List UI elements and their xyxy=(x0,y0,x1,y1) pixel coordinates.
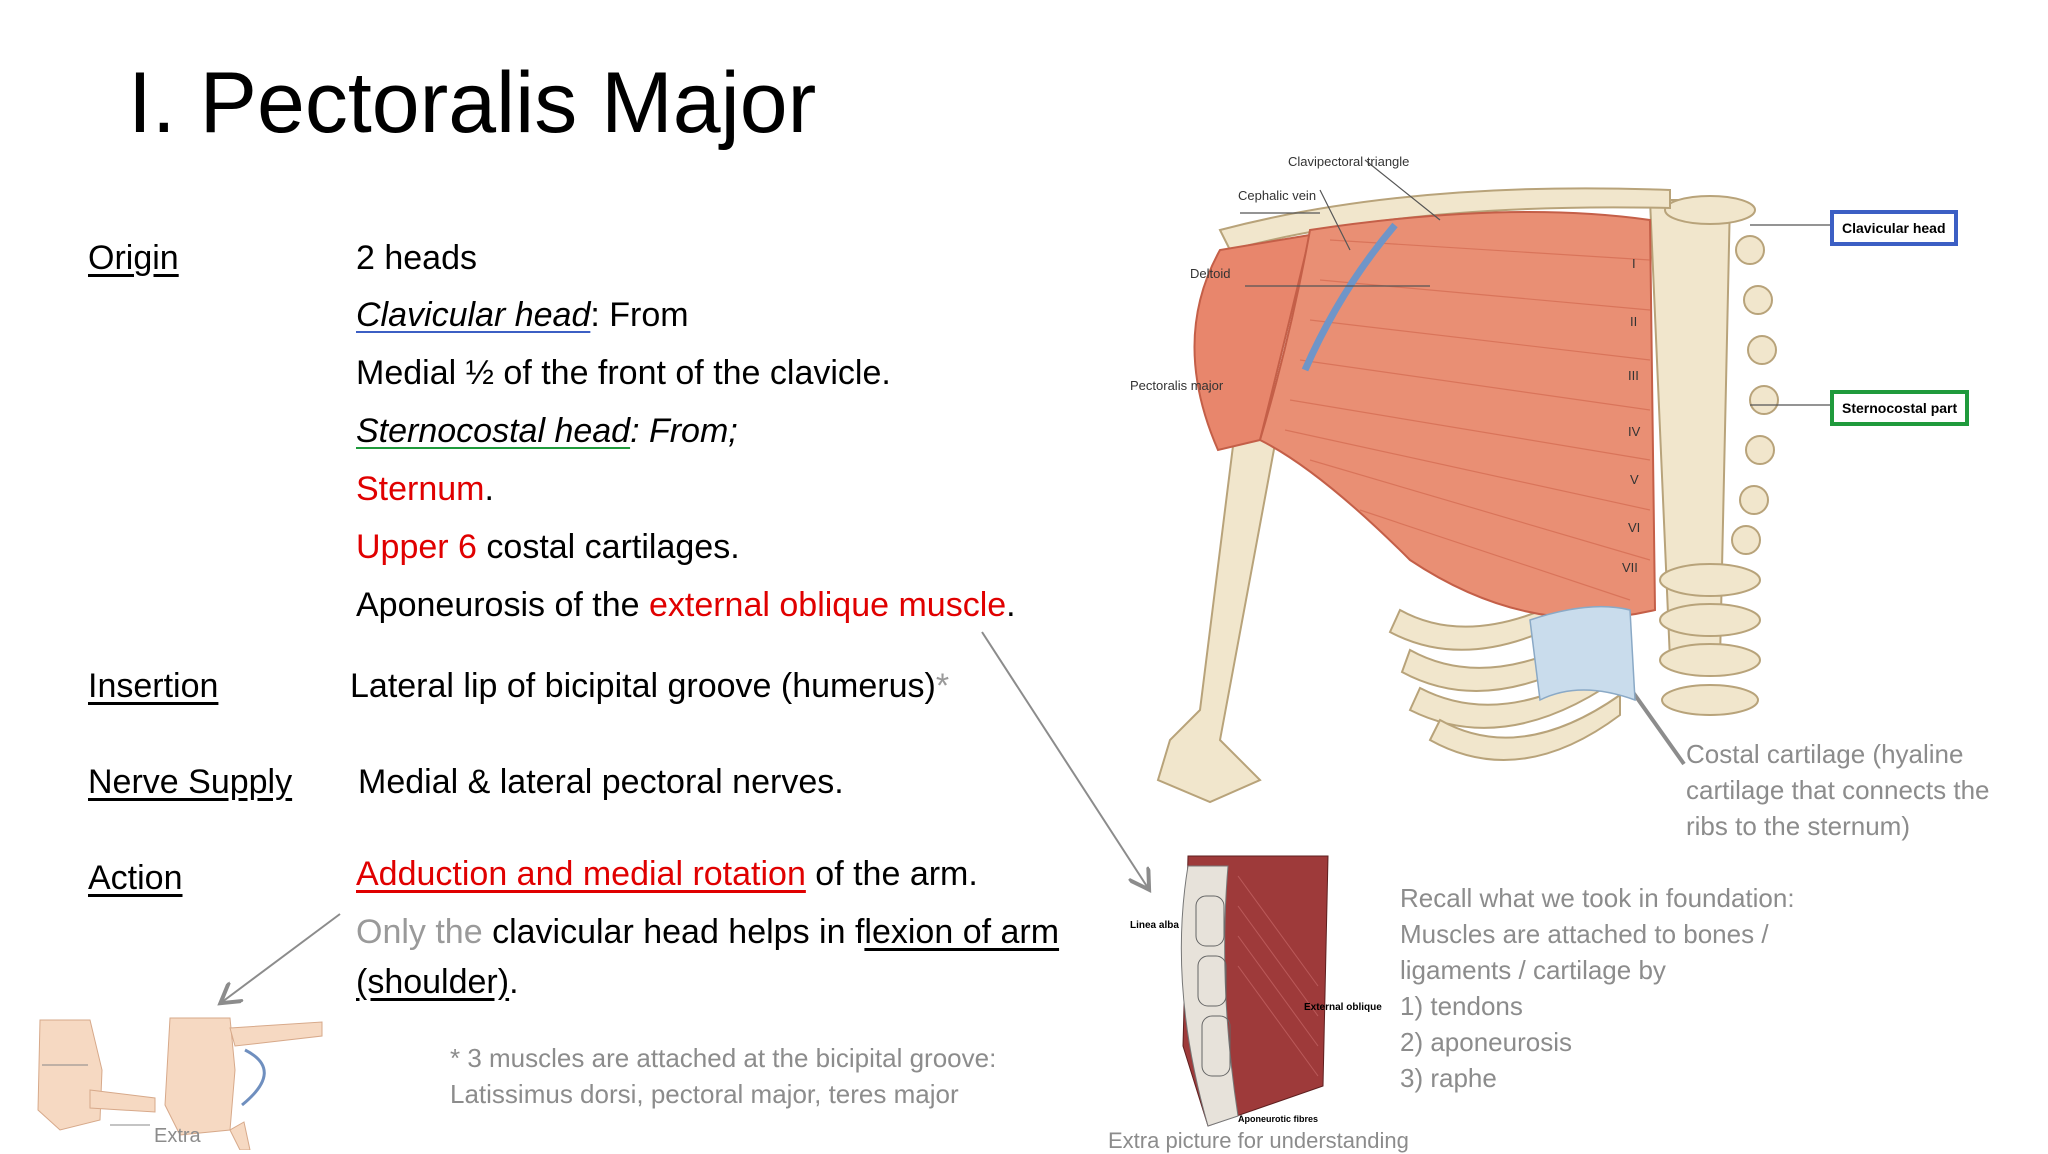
action-line-1: Adduction and medial rotation of the arm… xyxy=(356,854,978,894)
nerve-supply-text: Medial & lateral pectoral nerves. xyxy=(358,763,844,801)
footnote-line-2: Latissimus dorsi, pectoral major, teres … xyxy=(450,1079,959,1109)
sternum-dot: . xyxy=(484,470,494,508)
flexion-term: lexion of arm xyxy=(864,913,1060,951)
recall-note-line-4: 1) tendons xyxy=(1400,991,1523,1021)
rib-numeral: IV xyxy=(1628,424,1641,439)
slide-title: I. Pectoralis Major xyxy=(128,55,817,151)
recall-note-line-6: 3) raphe xyxy=(1400,1063,1497,1093)
rib-numeral: V xyxy=(1630,472,1639,487)
origin-label: Origin xyxy=(88,239,179,277)
insertion-text: Lateral lip of bicipital groove (humerus… xyxy=(350,667,936,705)
shoulder-term: (shoulder) xyxy=(356,963,510,1001)
sternum-term: Sternum xyxy=(356,470,485,508)
clavicular-head-term: Clavicular head xyxy=(356,296,591,334)
extra-label: Extra xyxy=(154,1125,201,1147)
recall-note-line-5: 2) aponeurosis xyxy=(1400,1027,1572,1057)
recall-note-line-2: Muscles are attached to bones / xyxy=(1400,919,1769,949)
action-rest: of the arm. xyxy=(805,855,978,893)
costal-note-line-1: Costal cartilage (hyaline xyxy=(1686,739,1964,769)
external-oblique-label: External oblique xyxy=(1304,1002,1382,1013)
clavicular-detail: Medial ½ of the front of the clavicle. xyxy=(356,354,891,392)
clavicular-from: : From xyxy=(590,296,689,334)
clavicular-head-callout: Clavicular head xyxy=(1830,210,1958,246)
external-oblique-figure: Linea alba External oblique Aponeurotic … xyxy=(1130,855,1382,1127)
clavipectoral-label: Clavipectoral triangle xyxy=(1288,154,1409,169)
origin-heads: 2 heads xyxy=(356,239,477,277)
linea-alba-label: Linea alba xyxy=(1130,920,1179,931)
deltoid-label: Deltoid xyxy=(1190,266,1230,281)
aponeurosis-pre: Aponeurosis of the xyxy=(356,586,649,624)
only-the: Only the xyxy=(356,913,483,951)
recall-note-line-3: ligaments / cartilage by xyxy=(1400,955,1666,985)
action-line-3: (shoulder). xyxy=(356,962,519,1002)
action-dot: . xyxy=(509,963,519,1001)
insertion-text-line: Lateral lip of bicipital groove (humerus… xyxy=(350,666,949,706)
rib-numeral: VII xyxy=(1622,560,1638,575)
pectoralis-anatomy-figure: I II III IV V VI VII Clavipectoral trian… xyxy=(1130,154,1830,804)
arm-movement-figure xyxy=(30,1010,330,1150)
action-label: Action xyxy=(88,859,183,897)
aponeurosis-line: Aponeurosis of the external oblique musc… xyxy=(356,585,1016,625)
rib-numeral: I xyxy=(1632,256,1636,271)
clavicular-helps: clavicular head helps in f xyxy=(482,913,865,951)
rib-numeral: II xyxy=(1630,314,1637,329)
nerve-supply-label: Nerve Supply xyxy=(88,763,293,801)
upper-six-line: Upper 6 costal cartilages. xyxy=(356,527,740,567)
action-line-2: Only the clavicular head helps in flexio… xyxy=(356,912,1059,952)
sternum-line: Sternum. xyxy=(356,469,494,509)
upper-six-term: Upper 6 xyxy=(356,528,477,566)
arrow-to-extra-picture xyxy=(981,631,1148,888)
adduction-term: Adduction and medial rotation xyxy=(356,855,806,893)
sternocostal-part-callout: Sternocostal part xyxy=(1830,390,1970,426)
rib-numeral: III xyxy=(1628,368,1639,383)
insertion-label: Insertion xyxy=(88,667,219,705)
extra-picture-caption: Extra picture for understanding xyxy=(1108,1128,1409,1153)
origin-clavicular-line: Clavicular head: From xyxy=(356,295,689,335)
aponeurotic-label: Aponeurotic fibres xyxy=(1238,1114,1318,1124)
cephalic-label: Cephalic vein xyxy=(1238,188,1316,203)
costal-note-line-2: cartilage that connects the xyxy=(1686,775,1990,805)
recall-note-line-1: Recall what we took in foundation: xyxy=(1400,883,1795,913)
origin-sternocostal-line: Sternocostal head: From; xyxy=(356,411,738,451)
upper-six-rest: costal cartilages. xyxy=(476,528,740,566)
arrow-to-extra-figure xyxy=(222,913,341,1002)
sternocostal-head-term: Sternocostal head xyxy=(356,412,631,450)
pectoralis-label: Pectoralis major xyxy=(1130,378,1224,393)
insertion-asterisk: * xyxy=(935,667,950,705)
external-oblique-term: external oblique muscle xyxy=(648,586,1007,624)
costal-note-line-3: ribs to the sternum) xyxy=(1686,811,1910,841)
sternocostal-from: : From; xyxy=(630,412,738,450)
footnote-line-1: * 3 muscles are attached at the bicipita… xyxy=(450,1043,997,1073)
aponeurosis-dot: . xyxy=(1006,586,1016,624)
rib-numeral: VI xyxy=(1628,520,1640,535)
